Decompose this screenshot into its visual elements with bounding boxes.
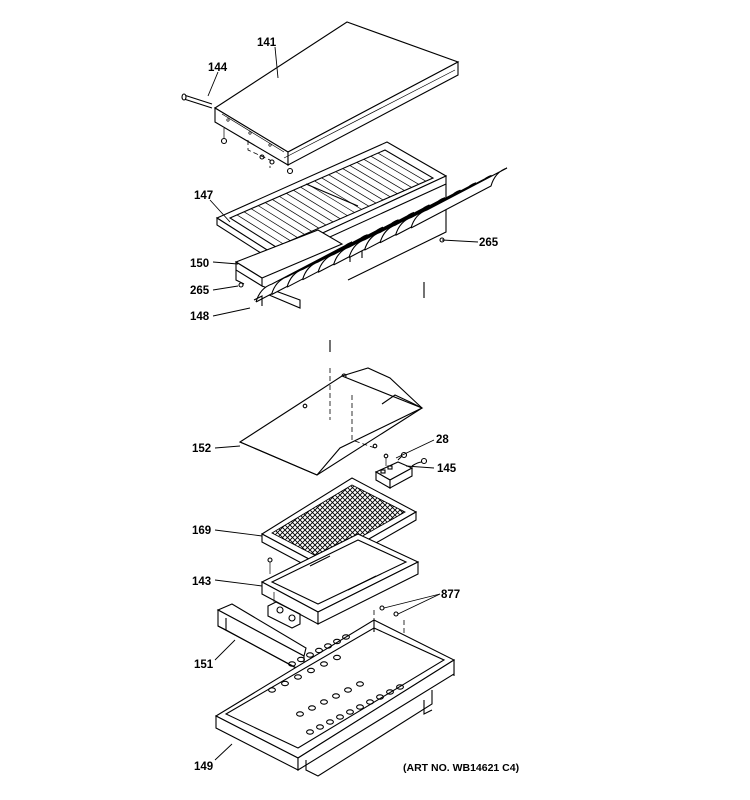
- part-145-igniter: [374, 451, 428, 489]
- vent-hole: [320, 661, 328, 667]
- vent-hole: [326, 719, 334, 725]
- part-149-base-pan: [214, 610, 456, 777]
- vent-hole: [342, 634, 350, 640]
- grate-bar: [236, 214, 284, 245]
- label-147: 147: [194, 190, 213, 202]
- part-141-cover: [213, 21, 460, 166]
- grate-bar: [377, 152, 427, 182]
- label-143: 143: [192, 576, 211, 588]
- label-877: 877: [441, 589, 460, 601]
- vent-hole: [281, 680, 289, 687]
- grate-bar: [335, 171, 384, 201]
- grate-bar: [265, 202, 312, 232]
- grate-bar: [356, 162, 405, 191]
- grate-bar: [321, 177, 369, 207]
- vent-hole: [356, 681, 364, 687]
- grate-bar: [342, 168, 391, 198]
- tamer-ridge: [410, 167, 508, 229]
- label-169: 169: [192, 525, 211, 537]
- vent-hole: [333, 638, 341, 645]
- part-152-drip-pan: [238, 367, 424, 476]
- grate-bar: [370, 155, 419, 185]
- vent-hole: [294, 674, 302, 680]
- label-145: 145: [437, 463, 457, 475]
- part-143-burner-box: [260, 533, 420, 625]
- label-28: 28: [436, 434, 449, 446]
- vent-hole: [297, 656, 305, 663]
- vent-hole: [288, 661, 296, 667]
- grate-bar: [349, 165, 398, 194]
- art-number: (ART NO. WB14621 C4): [403, 762, 519, 774]
- vent-hole: [296, 711, 304, 717]
- grate-bar: [307, 183, 355, 213]
- grate-bar: [300, 186, 348, 216]
- part-148-flame-tamer: [253, 167, 508, 352]
- vent-hole: [307, 667, 315, 674]
- label-141: 141: [257, 37, 277, 49]
- callout-labels: 141 144 147 265 150 265 148 152 28 145 1…: [190, 37, 519, 774]
- vent-hole: [306, 652, 314, 658]
- vent-hole: [333, 654, 341, 661]
- label-265-upper: 265: [479, 237, 499, 249]
- label-152: 152: [192, 443, 211, 455]
- vent-hole: [376, 694, 384, 700]
- label-148: 148: [190, 311, 210, 323]
- grate-bar: [363, 158, 412, 188]
- part-150-frame: [234, 229, 344, 309]
- label-151: 151: [194, 659, 214, 671]
- grate-bar: [279, 196, 327, 226]
- vent-hole: [332, 693, 340, 699]
- grate-bar: [328, 174, 377, 204]
- grate-bar: [257, 205, 305, 235]
- grate-bar: [286, 192, 334, 223]
- vent-hole: [306, 729, 314, 735]
- vent-hole: [336, 714, 344, 720]
- label-144: 144: [208, 62, 228, 74]
- vent-hole: [356, 704, 364, 710]
- label-265-lower: 265: [190, 285, 210, 297]
- label-150: 150: [190, 258, 209, 270]
- burner-valve-bracket: [267, 592, 301, 629]
- vent-hole: [344, 687, 352, 693]
- part-144-handle-rod: [181, 93, 213, 109]
- vent-hole: [386, 689, 394, 695]
- cover-screws: [220, 128, 294, 175]
- vent-hole: [324, 643, 332, 649]
- part-877-screws: [379, 605, 399, 617]
- leader-lines: [207, 46, 479, 761]
- vent-hole: [346, 709, 354, 715]
- vent-hole: [316, 724, 324, 730]
- vent-hole: [268, 687, 276, 693]
- vent-hole: [315, 647, 323, 654]
- part-151-side-tray: [216, 603, 307, 673]
- vent-hole: [366, 699, 374, 705]
- vent-hole: [308, 705, 316, 711]
- vent-hole: [396, 684, 404, 690]
- label-149: 149: [194, 761, 213, 773]
- grate-bar: [272, 199, 320, 229]
- vent-hole: [320, 699, 328, 705]
- grate-bar: [293, 189, 341, 220]
- grate-bar: [250, 208, 298, 238]
- grate-bar: [243, 211, 291, 242]
